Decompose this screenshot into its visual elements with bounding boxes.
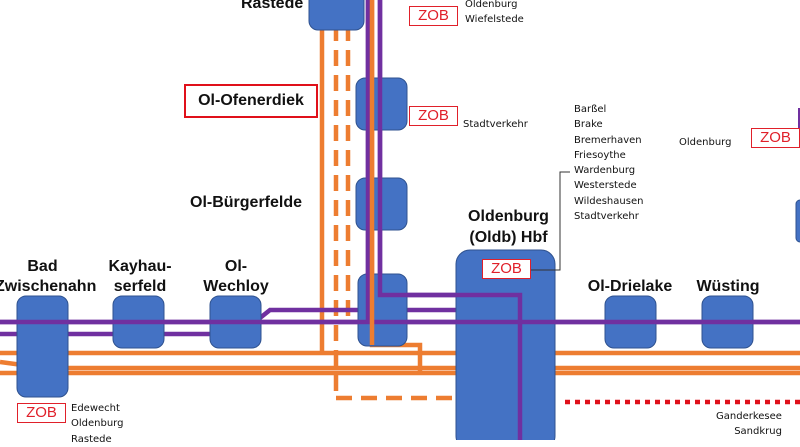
bus-note-bottom-right: Ganderkesee Sandkrug bbox=[716, 411, 782, 438]
zob-badge-zwischenahn: ZOB bbox=[17, 403, 66, 423]
station-box-bad-zwischenahn bbox=[16, 295, 69, 398]
station-label-oldenburg-hbf-line1: Oldenburg bbox=[468, 208, 549, 225]
hbf-bus-connector bbox=[531, 171, 570, 271]
station-label-oldenburg-hbf-line2: (Oldb) Hbf bbox=[469, 229, 548, 246]
bus-note-right: Oldenburg bbox=[679, 137, 732, 148]
station-label-ol-wechloy-line2: Wechloy bbox=[203, 278, 269, 295]
station-label-ol-buergerfelde: Ol-Bürgerfelde bbox=[190, 194, 303, 211]
bus-note-zwischenahn: Edewecht Oldenburg Rastede bbox=[71, 403, 124, 445]
station-box-oldenburg-hbf bbox=[455, 249, 556, 440]
station-box-right-edge bbox=[795, 199, 800, 243]
zob-badge-ofenerdiek: ZOB bbox=[409, 106, 458, 126]
station-box-rastede bbox=[308, 0, 365, 31]
zob-badge-right: ZOB bbox=[751, 128, 800, 148]
bus-note-ofenerdiek: Stadtverkehr bbox=[463, 119, 528, 130]
station-label-kayhauserfeld-line1: Kayhau- bbox=[108, 258, 172, 275]
station-label-ol-drielake: Ol-Drielake bbox=[587, 278, 673, 295]
bus-note-rastede: Oldenburg Wiefelstede bbox=[465, 0, 524, 26]
bus-note-hbf: Barßel Brake Bremerhaven Friesoythe Ward… bbox=[574, 104, 644, 223]
station-label-ol-ofenerdiek: Ol-Ofenerdiek bbox=[198, 92, 304, 109]
station-label-ol-wechloy-line1: Ol- bbox=[224, 258, 248, 275]
orange-dashed-lines bbox=[333, 0, 470, 401]
station-label-bad-zwischenahn-line2: Zwischenahn bbox=[0, 278, 97, 295]
station-label-kayhauserfeld-line2: serfeld bbox=[113, 278, 167, 295]
station-label-bad-zwischenahn-line1: Bad bbox=[27, 258, 58, 275]
station-box-hbf-north bbox=[357, 273, 408, 347]
zob-badge-hbf: ZOB bbox=[482, 259, 531, 279]
zob-badge-rastede: ZOB bbox=[409, 6, 458, 26]
station-label-rastede: Rastede bbox=[241, 0, 304, 12]
station-label-ol-ofenerdiek-highlighted: Ol-Ofenerdiek bbox=[184, 84, 318, 118]
station-label-wuesting: Wüsting bbox=[696, 278, 760, 295]
